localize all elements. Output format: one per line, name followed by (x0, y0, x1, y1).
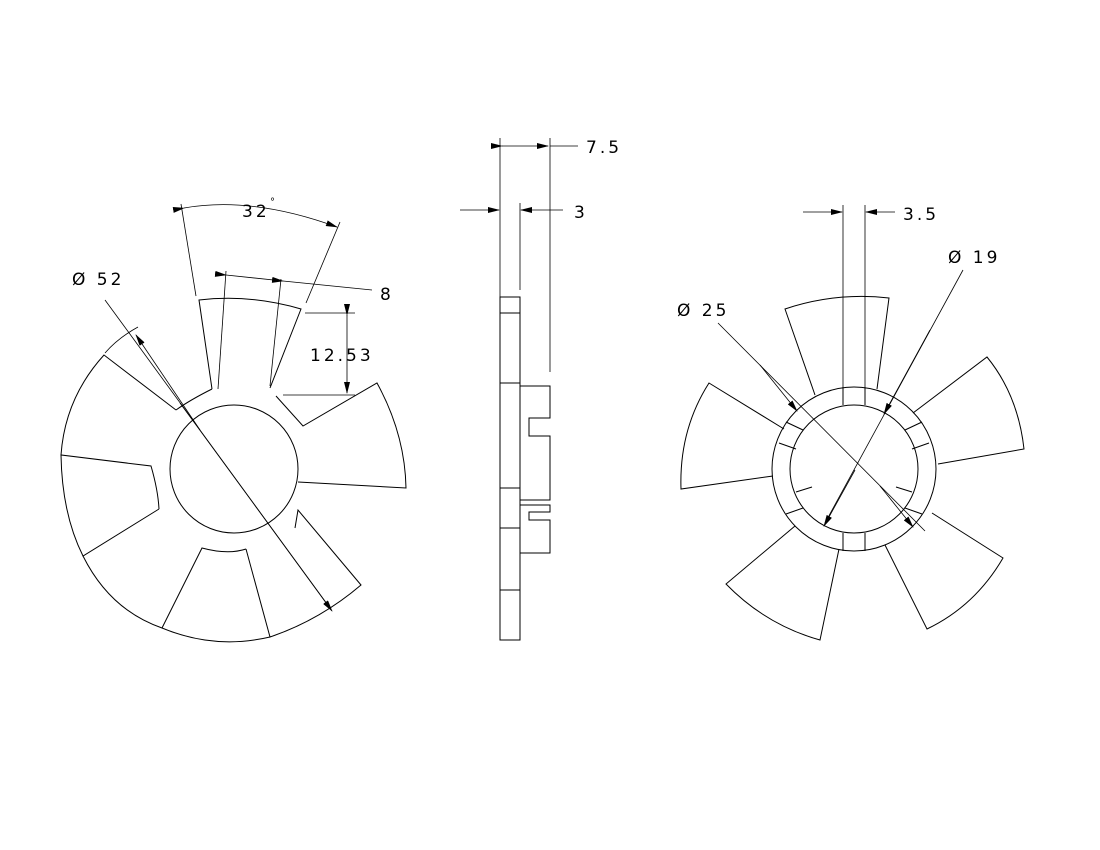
blade-bottom (161, 547, 247, 629)
plate-thickness-label: 3 (574, 203, 588, 223)
blade-left-lower (60, 454, 160, 557)
back-view: 3.5 Ø 19 Ø 25 (677, 205, 1025, 641)
plate-section (499, 296, 521, 641)
tab-width-label: 8 (380, 285, 394, 305)
back-blade-left (680, 382, 785, 490)
hub-outer-ring (771, 386, 937, 552)
hub-protrusion (520, 385, 551, 554)
back-blade-bottom (725, 525, 840, 641)
tab-width-dimension (214, 270, 284, 283)
inner-diameter-label: Ø 19 (948, 248, 1000, 268)
angle-dimension-arc (172, 204, 338, 228)
inner-diameter-leader (823, 469, 856, 527)
degree-symbol: ° (270, 197, 275, 208)
outer-diameter-label: Ø 52 (72, 270, 124, 290)
back-blade-top (784, 295, 890, 396)
back-blade-right (912, 356, 1025, 465)
blade-left-upper (60, 354, 177, 456)
tab-height-label: 12.53 (310, 346, 374, 366)
outer-rim (82, 555, 271, 643)
side-view: 7.5 3 (460, 138, 622, 641)
blade-top (198, 297, 302, 390)
blade-right (275, 382, 407, 489)
back-blade-lower-right (884, 512, 1004, 630)
blade-lower-right (245, 508, 362, 638)
hub-bore (169, 404, 299, 534)
hub-inner-ring (789, 404, 919, 534)
ring-slots (778, 387, 930, 551)
slot-width-label: 3.5 (903, 205, 939, 225)
total-thickness-label: 7.5 (586, 138, 622, 158)
front-view: 32 ° 8 12.53 Ø 52 (60, 197, 407, 643)
outer-ring-diameter-label: Ø 25 (677, 301, 729, 321)
angle-label: 32 (242, 202, 270, 222)
outer-ring-diameter-leader (717, 322, 926, 532)
